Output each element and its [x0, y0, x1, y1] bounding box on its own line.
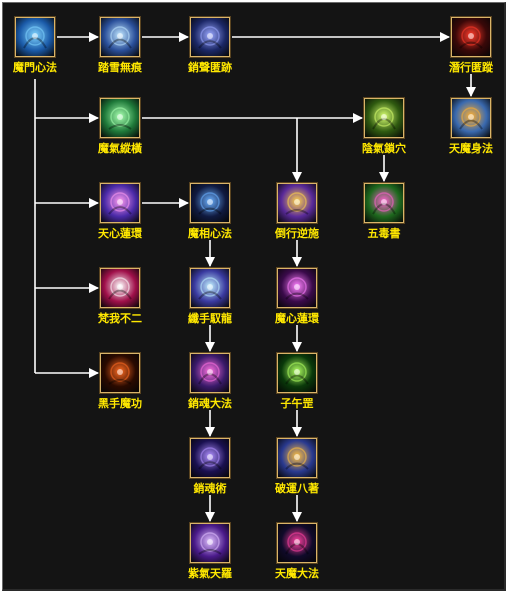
gold-sigil-icon[interactable]	[277, 183, 317, 223]
demon-body-icon[interactable]	[451, 98, 491, 138]
skill-label: 銷聲匿跡	[188, 61, 232, 74]
skill-label: 魔氣縱橫	[98, 142, 142, 155]
green-skull-icon[interactable]	[364, 98, 404, 138]
skill-label: 踏雪無痕	[98, 61, 142, 74]
skill-label: 陰氣鎖穴	[362, 142, 406, 155]
black-hand-icon[interactable]	[100, 353, 140, 393]
skill-label: 天魔大法	[275, 567, 319, 580]
purple-orb-icon[interactable]	[277, 268, 317, 308]
green-aura-icon[interactable]	[277, 353, 317, 393]
skill-label: 破運八著	[275, 482, 319, 495]
dragon-hand-icon[interactable]	[190, 268, 230, 308]
skull-face-icon[interactable]	[15, 17, 55, 57]
skill-label: 倒行逆施	[275, 227, 319, 240]
skill-label: 紫氣天羅	[188, 567, 232, 580]
skill-label: 魔心蓮環	[275, 312, 319, 325]
skill-label: 魔相心法	[188, 227, 232, 240]
magenta-bolt-icon[interactable]	[190, 353, 230, 393]
red-stealth-icon[interactable]	[451, 17, 491, 57]
skill-label: 銷魂術	[193, 482, 227, 495]
violet-figure-icon[interactable]	[190, 438, 230, 478]
skill-label: 梵我不二	[98, 312, 142, 325]
skill-label: 五毒書	[367, 227, 401, 240]
skill-label: 纖手馭龍	[188, 312, 232, 325]
green-ghost-icon[interactable]	[100, 98, 140, 138]
skill-label: 魔門心法	[13, 61, 57, 74]
dark-beast-icon[interactable]	[277, 523, 317, 563]
flame-ring-icon[interactable]	[277, 438, 317, 478]
skill-label: 天心蓮環	[98, 227, 142, 240]
lotus-swirl-icon[interactable]	[100, 183, 140, 223]
skill-label: 銷魂大法	[188, 397, 232, 410]
skill-label: 天魔身法	[449, 142, 493, 155]
skill-tree-panel	[2, 2, 506, 591]
snow-step-icon[interactable]	[100, 17, 140, 57]
skill-label: 子午罡	[280, 397, 314, 410]
skill-label: 潛行匿蹤	[449, 61, 493, 74]
purple-sparkle-icon[interactable]	[190, 523, 230, 563]
blue-demon-face-icon[interactable]	[190, 183, 230, 223]
poison-book-icon[interactable]	[364, 183, 404, 223]
crimson-star-icon[interactable]	[100, 268, 140, 308]
skill-label: 黑手魔功	[98, 397, 142, 410]
shadow-legs-icon[interactable]	[190, 17, 230, 57]
